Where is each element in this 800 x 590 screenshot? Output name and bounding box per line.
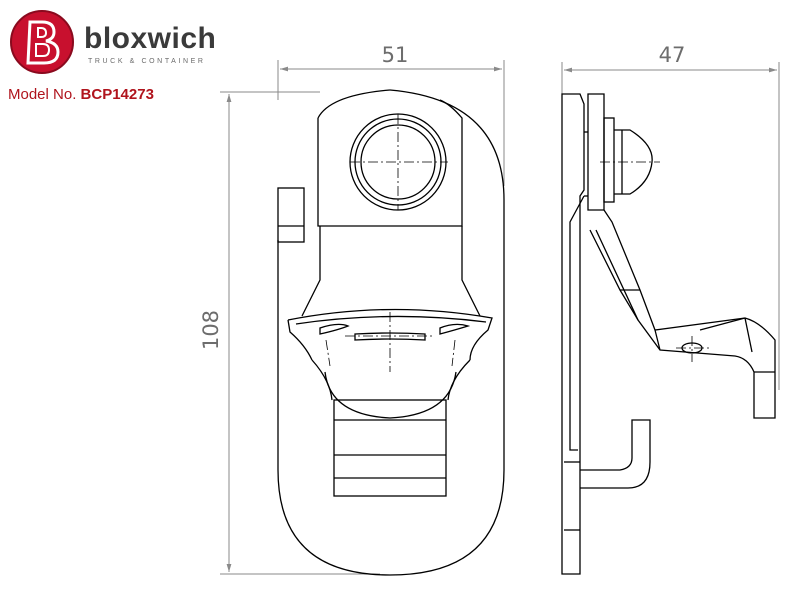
bloxwich-logo-icon: [10, 10, 74, 74]
brand-logo: bloxwich TRUCK & CONTAINER: [8, 8, 248, 78]
front-height-label: 108: [199, 310, 223, 350]
model-label: Model No.: [8, 86, 81, 103]
brand-tagline: TRUCK & CONTAINER: [88, 58, 206, 65]
brand-name: bloxwich: [84, 22, 217, 55]
front-view: [277, 89, 505, 576]
side-width-label: 47: [659, 43, 686, 67]
side-view: [561, 93, 776, 575]
side-width-dimension: [561, 62, 780, 390]
model-number-value: BCP14273: [80, 86, 154, 103]
model-number: Model No. BCP14273: [8, 86, 154, 103]
front-centerlines: [325, 114, 456, 372]
front-width-dimension: [277, 60, 505, 186]
front-width-label: 51: [382, 43, 409, 67]
side-centerlines: [600, 161, 710, 362]
front-height-dimension: [220, 91, 380, 575]
